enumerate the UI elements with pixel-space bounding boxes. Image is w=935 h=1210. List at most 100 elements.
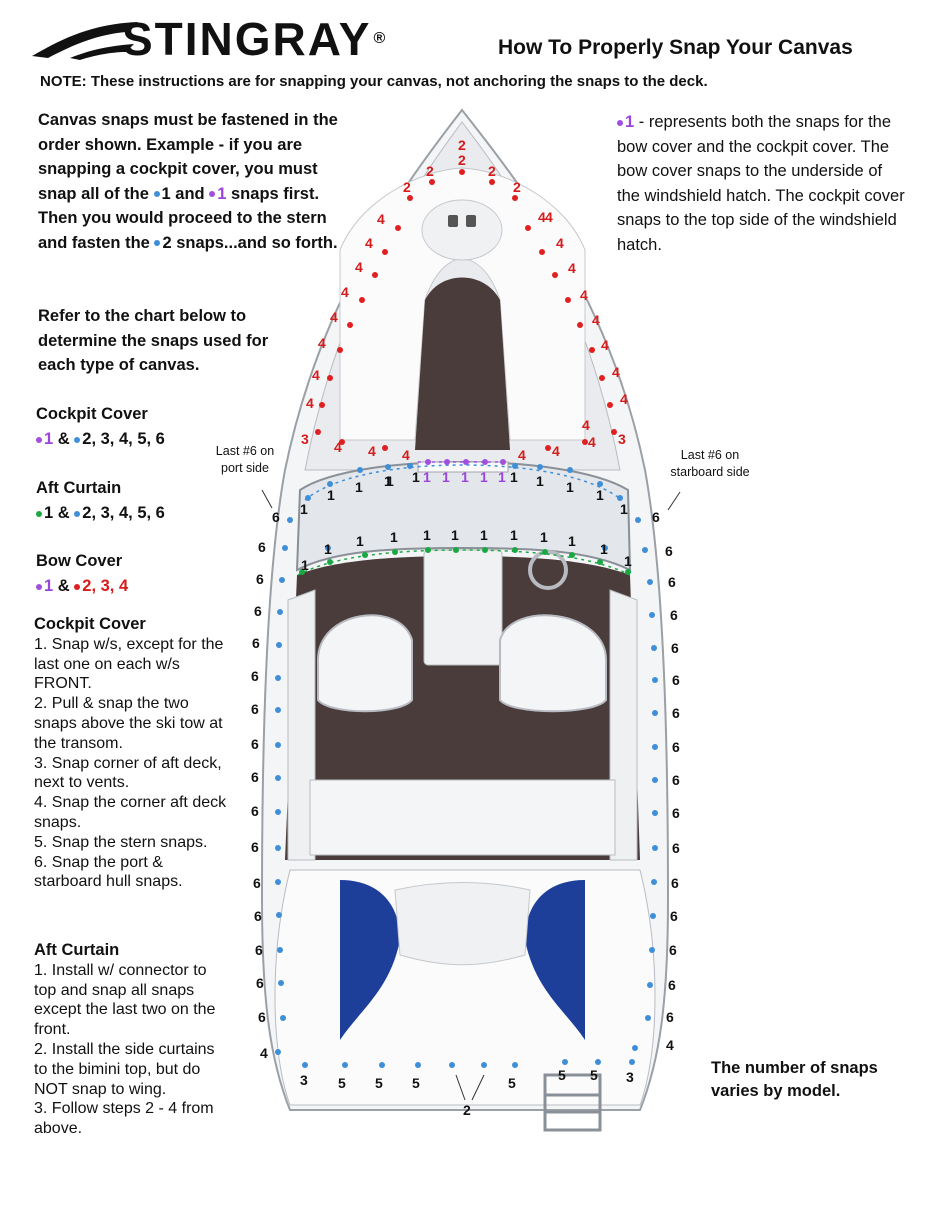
snap-label: 5: [508, 1075, 516, 1091]
snap-label: 1: [596, 487, 604, 503]
snap-label: 2: [513, 179, 521, 195]
snap-label: 1: [442, 469, 450, 485]
snap-label: 1: [620, 501, 628, 517]
snap-label: 6: [672, 840, 680, 856]
snap-label: 6: [252, 635, 260, 651]
snap-label: 5: [375, 1075, 383, 1091]
snap-label: 3: [301, 431, 309, 447]
snap-label: 4: [355, 259, 363, 275]
snap-label: 6: [256, 571, 264, 587]
snap-label: 4: [552, 443, 560, 459]
snap-label: 2: [458, 137, 466, 153]
snap-label: 1: [451, 527, 459, 543]
snap-label: 4: [334, 439, 342, 455]
snap-label: 4: [330, 309, 338, 325]
rear-bench: [310, 780, 615, 855]
snap-label: 4: [612, 364, 620, 380]
snap-label: 2: [458, 152, 466, 168]
snap-label: 6: [251, 839, 259, 855]
snap-label: 4: [568, 260, 576, 276]
snap-label: 6: [672, 705, 680, 721]
snap-label: 1: [510, 469, 518, 485]
snap-label: 4: [601, 337, 609, 353]
snap-label: 1: [423, 527, 431, 543]
snap-label: 6: [251, 736, 259, 752]
snap-label: 4: [312, 367, 320, 383]
snap-label: 1: [480, 469, 488, 485]
snap-label: 6: [671, 875, 679, 891]
snap-label: 6: [258, 1009, 266, 1025]
snap-label: 6: [254, 603, 262, 619]
snap-label: 6: [251, 803, 259, 819]
snap-label: 6: [670, 607, 678, 623]
snap-label: 4: [306, 395, 314, 411]
snap-label: 6: [256, 975, 264, 991]
snap-label: 4: [518, 447, 526, 463]
snap-label: 1: [301, 557, 309, 573]
snap-label: 3: [626, 1069, 634, 1085]
snap-label: 4: [666, 1037, 674, 1053]
snap-label: 2: [488, 163, 496, 179]
snap-label: 2: [426, 163, 434, 179]
snap-label: 6: [668, 977, 676, 993]
snap-label: 2: [403, 179, 411, 195]
snap-label: 5: [338, 1075, 346, 1091]
snap-label: 4: [402, 447, 410, 463]
snap-label: 1: [566, 479, 574, 495]
snap-label: 6: [672, 805, 680, 821]
snap-label: 4: [365, 235, 373, 251]
snap-label: 1: [324, 541, 332, 557]
snap-label: 6: [254, 908, 262, 924]
snap-label: 1: [386, 473, 394, 489]
snap-label: 1: [510, 527, 518, 543]
snap-label: 6: [666, 1009, 674, 1025]
snap-label: 3: [618, 431, 626, 447]
snap-label: 1: [300, 501, 308, 517]
port-seat: [318, 615, 412, 711]
snap-label: 5: [558, 1067, 566, 1083]
snap-label: 1: [355, 479, 363, 495]
snap-label: 6: [670, 908, 678, 924]
snap-label: 1: [412, 469, 420, 485]
snap-label: 6: [671, 640, 679, 656]
starboard-seat: [500, 615, 606, 711]
snap-label: 6: [672, 772, 680, 788]
snap-label: 4: [318, 335, 326, 351]
snap-label: 6: [251, 668, 259, 684]
snap-label: 1: [356, 533, 364, 549]
snap-label: 6: [665, 543, 673, 559]
snap-label: 4: [582, 417, 590, 433]
snap-label: 4: [545, 209, 553, 225]
snap-label: 1: [540, 529, 548, 545]
snap-label: 4: [556, 235, 564, 251]
snap-label: 4: [260, 1045, 268, 1061]
snap-label: 6: [272, 509, 280, 525]
snap-label: 1: [327, 487, 335, 503]
snap-label: 6: [672, 672, 680, 688]
snap-label: 4: [580, 287, 588, 303]
snap-label: 4: [588, 434, 596, 450]
snap-label: 5: [412, 1075, 420, 1091]
snap-label: 6: [652, 509, 660, 525]
snap-label: 4: [377, 211, 385, 227]
snap-label: 6: [258, 539, 266, 555]
snap-label: 4: [592, 312, 600, 328]
snap-label: 6: [672, 739, 680, 755]
snap-label: 6: [669, 942, 677, 958]
snap-label: 4: [538, 209, 546, 225]
snap-label: 1: [624, 553, 632, 569]
snap-label: 1: [423, 469, 431, 485]
snap-label: 1: [600, 541, 608, 557]
snap-label: 6: [255, 942, 263, 958]
snap-label: 4: [368, 443, 376, 459]
snap-label: 6: [668, 574, 676, 590]
snap-label: 2: [463, 1102, 471, 1118]
snap-label: 1: [568, 533, 576, 549]
snap-label: 1: [536, 473, 544, 489]
snap-label: 5: [590, 1067, 598, 1083]
bow-carpet: [415, 278, 510, 451]
snap-label: 6: [253, 875, 261, 891]
snap-label: 1: [480, 527, 488, 543]
snap-label: 1: [390, 529, 398, 545]
